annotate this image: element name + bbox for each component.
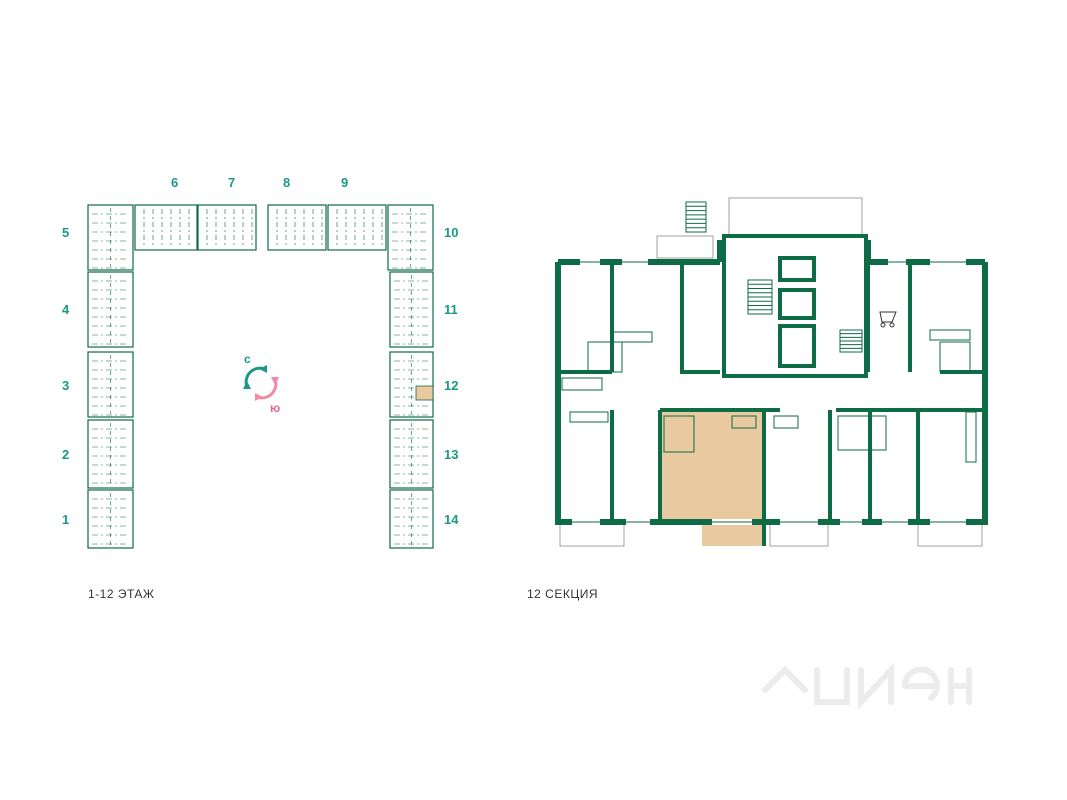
section-label-13[interactable]: 13 bbox=[444, 447, 459, 462]
section-6-block[interactable] bbox=[134, 204, 198, 251]
section-label-4[interactable]: 4 bbox=[62, 302, 70, 317]
compass-south-label: ю bbox=[270, 401, 281, 415]
stroller-icon bbox=[879, 311, 897, 328]
balconies bbox=[559, 197, 983, 547]
section-label-2[interactable]: 2 bbox=[62, 447, 70, 462]
section-label-14[interactable]: 14 bbox=[444, 512, 459, 527]
section-7-block[interactable] bbox=[197, 204, 257, 251]
section-label-9[interactable]: 9 bbox=[341, 175, 349, 190]
section-label-12[interactable]: 12 bbox=[444, 378, 459, 393]
compass-north-label: с bbox=[244, 352, 251, 366]
cian-logo-icon bbox=[762, 662, 972, 710]
window-glazing bbox=[572, 261, 966, 523]
section-label-5[interactable]: 5 bbox=[62, 225, 70, 240]
floor-plan-caption: 12 СЕКЦИЯ bbox=[527, 587, 599, 601]
selected-apartment-balcony[interactable] bbox=[702, 522, 762, 546]
selected-apartment-marker bbox=[415, 385, 434, 401]
compass-icon bbox=[243, 365, 279, 401]
section-label-11[interactable]: 11 bbox=[444, 302, 458, 317]
section-13-block[interactable] bbox=[389, 419, 434, 489]
section-8-block[interactable] bbox=[267, 204, 327, 251]
section-4-block[interactable] bbox=[87, 271, 134, 348]
section-label-8[interactable]: 8 bbox=[283, 175, 291, 190]
section-label-1[interactable]: 1 bbox=[62, 512, 70, 527]
building-detail bbox=[92, 208, 429, 545]
section-11-block[interactable] bbox=[389, 271, 434, 348]
section-2-block[interactable] bbox=[87, 419, 134, 489]
section-1-block[interactable] bbox=[87, 489, 134, 549]
section-label-3[interactable]: 3 bbox=[62, 378, 70, 393]
building-outline bbox=[87, 204, 434, 549]
section-label-10[interactable]: 10 bbox=[444, 225, 459, 240]
selected-apartment[interactable] bbox=[660, 412, 764, 522]
section-label-7[interactable]: 7 bbox=[228, 175, 236, 190]
section-14-block[interactable] bbox=[389, 489, 434, 549]
section-12-block[interactable] bbox=[389, 351, 434, 418]
section-label-6[interactable]: 6 bbox=[171, 175, 179, 190]
section-9-block[interactable] bbox=[327, 204, 387, 251]
interior-walls bbox=[558, 234, 985, 546]
stairs bbox=[685, 201, 863, 353]
fixtures bbox=[561, 329, 977, 463]
section-5-block[interactable] bbox=[87, 204, 134, 271]
site-plan-caption: 1-12 ЭТАЖ bbox=[88, 587, 155, 601]
section-10-block[interactable] bbox=[387, 204, 434, 271]
section-3-block[interactable] bbox=[87, 351, 134, 418]
